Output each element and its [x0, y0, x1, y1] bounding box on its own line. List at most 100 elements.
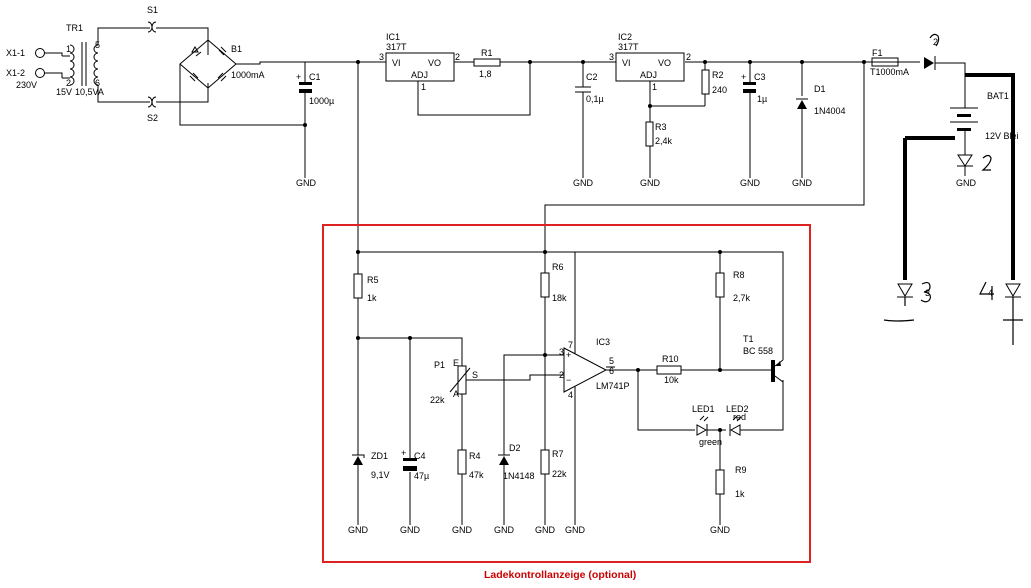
label-d1: D1: [814, 84, 826, 94]
svg-text:GND: GND: [710, 525, 731, 535]
resistor-r1: R1 1,8: [473, 48, 532, 79]
indicator-top-rail: [358, 251, 784, 360]
svg-text:2: 2: [455, 52, 460, 62]
label-led1: LED1: [692, 404, 715, 414]
label-p1: P1: [434, 360, 445, 370]
label-r8-val: 2,7k: [733, 293, 751, 303]
svg-text:GND: GND: [740, 178, 761, 188]
label-d1-val: 1N4004: [814, 106, 846, 116]
svg-text:1: 1: [66, 44, 71, 54]
svg-text:GND: GND: [452, 525, 473, 535]
regulator-ic1: VI VO ADJ 3 2 1 IC1 317T: [379, 32, 531, 116]
label-c1-val: 1000µ: [309, 96, 334, 106]
svg-text:4: 4: [568, 390, 573, 400]
svg-text:5: 5: [95, 40, 100, 50]
resistor-r3: R3 2,4k GND: [640, 104, 673, 188]
capacitor-c2: C2 0,1µ GND: [573, 60, 604, 188]
label-230v: 230V: [16, 80, 37, 90]
svg-text:5: 5: [609, 356, 614, 366]
resistor-r8: R8 2,7k: [715, 252, 751, 370]
svg-text:7: 7: [568, 340, 573, 350]
svg-text:GND: GND: [535, 525, 556, 535]
resistor-r6: R6 18k: [540, 252, 567, 450]
added-series-diode: 2: [924, 33, 966, 77]
svg-text:GND: GND: [956, 178, 977, 188]
label-led2-color: red: [733, 412, 746, 422]
label-ic1: IC1: [386, 32, 400, 42]
svg-text:3: 3: [925, 288, 930, 298]
svg-text:E: E: [453, 358, 459, 368]
resistor-r2: R2 240: [701, 60, 727, 106]
label-bat1-val: 12V Blei: [985, 131, 1019, 141]
svg-text:4: 4: [988, 288, 993, 298]
label-s1: S1: [147, 5, 158, 15]
transistor-t1: T1 BC 558: [743, 334, 784, 383]
label-ic1-type: 317T: [386, 42, 407, 52]
section-caption: Ladekontrollanzeige (optional): [484, 569, 636, 581]
resistor-r5: R5 1k: [353, 252, 463, 455]
label-x1-1: X1-1: [6, 48, 25, 58]
svg-text:3: 3: [559, 347, 564, 357]
resistor-r4: R4 47k GND: [452, 449, 484, 535]
battery-bat1: BAT1 12V Blei: [950, 77, 1019, 155]
transformer-tr1: TR1 1 2 5 6 15V 10,5VA: [56, 23, 150, 103]
svg-text:2: 2: [559, 370, 564, 380]
label-d2: D2: [509, 443, 521, 453]
svg-text:GND: GND: [348, 525, 369, 535]
svg-text:GND: GND: [400, 525, 421, 535]
label-r3-val: 2,4k: [655, 136, 673, 146]
hand-diode-3: 3: [883, 281, 931, 322]
switch-s2: S2: [147, 83, 209, 123]
label-r8: R8: [733, 270, 745, 280]
label-r2: R2: [712, 70, 724, 80]
label-tr1: TR1: [66, 23, 83, 33]
label-c2: C2: [586, 72, 598, 82]
label-ic2-type: 317T: [618, 42, 639, 52]
svg-text:S: S: [472, 370, 478, 380]
svg-text:ADJ: ADJ: [640, 70, 657, 80]
label-c2-val: 0,1µ: [586, 94, 604, 104]
svg-text:+: +: [741, 72, 746, 82]
svg-text:3: 3: [609, 52, 614, 62]
svg-text:1: 1: [652, 82, 657, 92]
label-f1: F1: [872, 48, 883, 58]
svg-text:−: −: [566, 375, 571, 385]
label-c4: C4: [414, 451, 426, 461]
svg-text:+: +: [566, 350, 571, 360]
output-wiring: [606, 369, 784, 431]
label-b1: B1: [231, 44, 242, 54]
label-r2-val: 240: [712, 85, 727, 95]
svg-text:GND: GND: [565, 525, 586, 535]
label-zd1: ZD1: [371, 451, 388, 461]
label-d2-val: 1N4148: [503, 471, 535, 481]
svg-text:A: A: [453, 389, 459, 399]
capacitor-c4: + C4 47µ GND: [400, 338, 429, 535]
diode-d1: D1 1N4004 GND: [792, 60, 846, 188]
label-r10-val: 10k: [664, 375, 679, 385]
capacitor-c3: + C3 1µ GND: [740, 60, 767, 188]
optional-section-frame: [322, 224, 811, 563]
svg-text:GND: GND: [573, 178, 594, 188]
diode-d2: D2 1N4148 GND: [494, 354, 564, 535]
led2: LED2 red: [726, 404, 749, 436]
label-b1-val: 1000mA: [231, 70, 265, 80]
hand-diode-2: GND: [956, 154, 992, 188]
svg-text:GND: GND: [640, 178, 661, 188]
svg-text:VO: VO: [428, 58, 441, 68]
label-f1-val: T1000mA: [870, 67, 909, 77]
potentiometer-p1: P1 22k S E A: [430, 358, 564, 450]
label-led1-color: green: [699, 437, 722, 447]
label-t1-val: BC 558: [743, 346, 773, 356]
label-ic3: IC3: [596, 337, 610, 347]
hand-drawn-wires: [903, 73, 1015, 280]
hand-diode-4: 4: [979, 281, 1023, 345]
svg-text:+: +: [401, 448, 406, 458]
opamp-ic3: + − 3 2 7 4 5 6 IC3 LM741P GND: [559, 252, 630, 535]
label-15v: 15V: [56, 87, 72, 97]
label-bat1: BAT1: [987, 91, 1009, 101]
label-r4-val: 47k: [469, 470, 484, 480]
switch-s1: S1: [147, 5, 209, 55]
capacitor-c1: + C1 1000µ GND: [296, 62, 334, 188]
mains-connector-x1: X1-1 X1-2 230V: [6, 48, 63, 90]
